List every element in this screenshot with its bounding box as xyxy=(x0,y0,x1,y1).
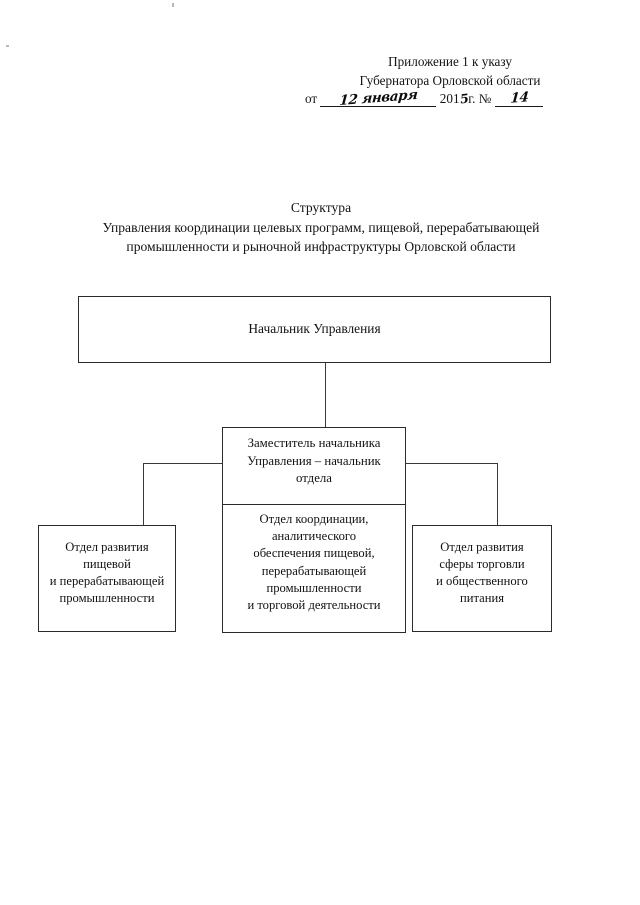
org-node-center-line1: Отдел координации, xyxy=(259,512,369,526)
page-title: Структура xyxy=(290,200,352,215)
org-node-head-of-department: Начальник Управления xyxy=(78,296,551,363)
date-prefix-label: от xyxy=(305,91,318,106)
scan-artifact xyxy=(172,3,174,7)
org-node-center-text: Отдел координации, аналитического обеспе… xyxy=(229,511,399,614)
date-handwritten-field: 12 января xyxy=(320,87,437,109)
org-node-center-line6: и торговой деятельности xyxy=(247,598,381,613)
org-node-center-line5: промышленности xyxy=(266,580,362,595)
appendix-header-line1: Приложение 1 к указу xyxy=(388,54,512,69)
scan-artifact xyxy=(6,45,9,47)
appendix-header-line2: Губернатора Орловской области xyxy=(359,73,541,88)
org-node-head-label: Начальник Управления xyxy=(248,321,381,337)
document-title: Структура Управления координации целевых… xyxy=(45,198,597,257)
connector-deputy-to-right-horizontal xyxy=(405,463,498,465)
org-node-left-line1: Отдел развития xyxy=(65,540,149,554)
org-node-deputy-head: Заместитель начальника Управления – нача… xyxy=(222,427,406,505)
decree-date-line: от 12 января 2015г. № 14 xyxy=(305,87,605,109)
connector-deputy-to-left-horizontal xyxy=(143,463,223,465)
org-node-center-line2: аналитического xyxy=(271,529,357,544)
org-node-right-line2: сферы торговли xyxy=(439,557,525,571)
org-node-right-line1: Отдел развития xyxy=(440,540,524,554)
number-label: № xyxy=(478,91,492,106)
number-handwritten-field: 14 xyxy=(494,89,543,107)
org-node-left-line3: и перерабатывающей xyxy=(49,574,165,588)
org-node-deputy-line2: Управления – начальник xyxy=(247,453,381,468)
year-suffix-label: г. xyxy=(468,91,476,106)
number-handwritten-value: 14 xyxy=(509,89,529,107)
org-node-center-line3: обеспечения пищевой, xyxy=(253,546,375,561)
connector-head-to-deputy xyxy=(325,362,327,428)
document-title-line3: промышленности и рыночной инфраструктуры… xyxy=(126,239,516,254)
year-prefix-label: 201 xyxy=(439,91,460,106)
year-handwritten-value: 5 xyxy=(458,90,470,107)
document-title-line2: Управления координации целевых программ,… xyxy=(102,219,540,235)
org-node-center-line4: перерабатывающей xyxy=(261,563,367,578)
connector-deputy-to-right-vertical xyxy=(497,463,499,526)
org-node-right-line4: питания xyxy=(460,591,504,605)
org-node-left-line2: пищевой xyxy=(83,557,131,571)
org-node-department-trade-catering-development: Отдел развития сферы торговли и обществе… xyxy=(412,525,552,632)
date-handwritten-value: 12 января xyxy=(339,86,419,110)
org-node-deputy-line3: отдела xyxy=(296,471,332,485)
org-node-left-line4: промышленности xyxy=(59,591,155,605)
org-node-right-line3: и общественного xyxy=(436,574,528,588)
org-node-left-text: Отдел развития пищевой и перерабатывающе… xyxy=(45,539,169,607)
appendix-header: Приложение 1 к указу Губернатора Орловск… xyxy=(300,52,600,90)
connector-deputy-to-left-vertical xyxy=(143,463,145,526)
org-node-department-coordination-analytics: Отдел координации, аналитического обеспе… xyxy=(222,505,406,633)
org-node-department-food-industry-development: Отдел развития пищевой и перерабатывающе… xyxy=(38,525,176,632)
org-node-deputy-line1: Заместитель начальника xyxy=(247,436,381,450)
org-node-deputy-text: Заместитель начальника Управления – нача… xyxy=(229,435,399,488)
org-node-right-text: Отдел развития сферы торговли и обществе… xyxy=(419,539,545,607)
